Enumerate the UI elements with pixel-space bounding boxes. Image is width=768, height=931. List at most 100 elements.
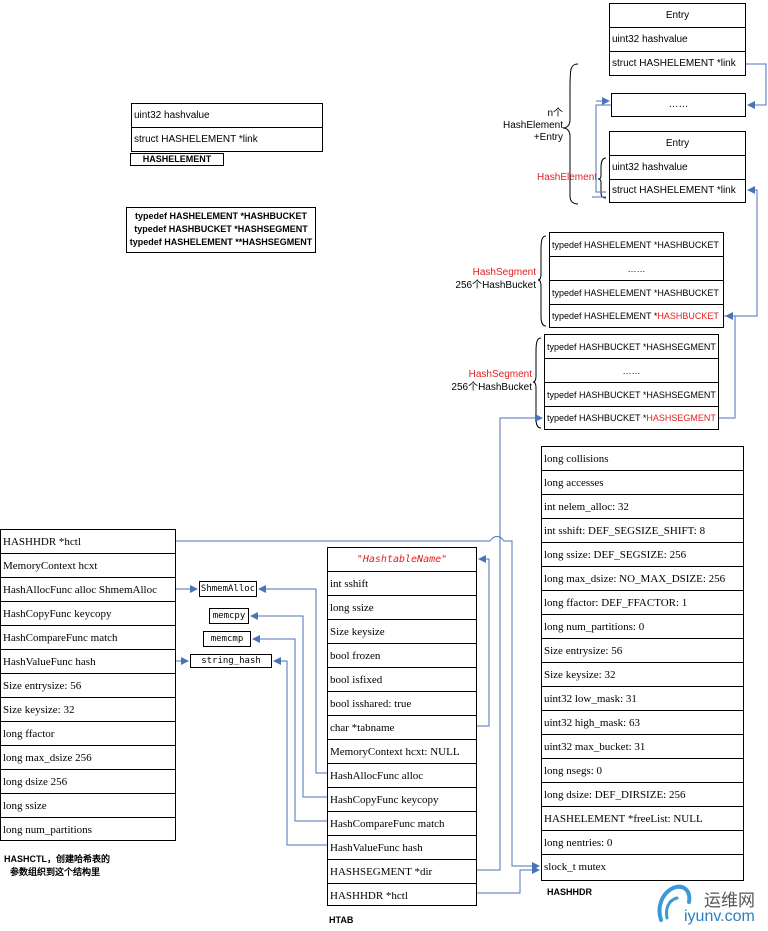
hashelement-def-hashvalue: uint32 hashvalue [132, 104, 322, 128]
arrow-hashctl-hctl-to-hashhdr [176, 536, 540, 870]
entry-mid-link: struct HASHELEMENT *link [612, 185, 736, 196]
arrow-match-to-memcmp [252, 635, 327, 822]
hashctl-row: Size keysize: 32 [1, 698, 175, 722]
hashctl-row: Size entrysize: 56 [1, 674, 175, 698]
bucket-row-3: typedef HASHELEMENT *HASHBUCKET [550, 281, 723, 305]
hashhdr-row: int nelem_alloc: 32 [542, 495, 743, 519]
hashelement-def-caption: HASHELEMENT [130, 153, 224, 166]
entry-ellipsis-box: …… [611, 93, 746, 117]
htab-row: MemoryContext hcxt: NULL [328, 740, 476, 764]
hashhdr-row: long nsegs: 0 [542, 759, 743, 783]
htab-row: int sshift [328, 572, 476, 596]
typedef-line-3: typedef HASHELEMENT **HASHSEGMENT [129, 237, 313, 247]
hashctl-row: HashCopyFunc keycopy [1, 602, 175, 626]
hashctl-row: long ssize [1, 794, 175, 818]
hashctl-caption: HASHCTL，创建哈希表的 参数组织到这个结构里 [4, 853, 110, 879]
hashhdr-row: long dsize: DEF_DIRSIZE: 256 [542, 783, 743, 807]
dir-row-last: typedef HASHBUCKET *HASHSEGMENT [545, 407, 718, 429]
dir-segment-label-red: HashSegment [468, 369, 532, 380]
bucket-row-last-prefix: typedef HASHELEMENT * [552, 311, 658, 321]
htab-row: bool isfixed [328, 668, 476, 692]
dir-segment-label-black: 256个HashBucket [451, 382, 532, 393]
entry-mid-title: Entry [610, 132, 745, 156]
string-hash-box: string_hash [190, 654, 272, 668]
hashctl-row: long ffactor [1, 722, 175, 746]
brace-bucket-segment [537, 235, 547, 327]
htab-row: HashCopyFunc keycopy [328, 788, 476, 812]
arrow-top-link-to-ellipsis [746, 63, 767, 109]
typedefs-box: typedef HASHELEMENT *HASHBUCKET typedef … [126, 207, 316, 253]
bucket-row-ellipsis: …… [550, 257, 723, 281]
arrow-bucket-to-entry [724, 186, 758, 317]
htab-row: bool frozen [328, 644, 476, 668]
entry-top-hashvalue: uint32 hashvalue [610, 28, 745, 52]
arrow-dir-to-bucket [719, 312, 736, 419]
dir-segment-label: HashSegment 256个HashBucket [440, 368, 532, 394]
hashctl-row: long max_dsize 256 [1, 746, 175, 770]
hashhdr-row: Size keysize: 32 [542, 663, 743, 687]
htab-row: HashValueFunc hash [328, 836, 476, 860]
brace-dir-segment [532, 337, 542, 429]
htab-row: HashCompareFunc match [328, 812, 476, 836]
hashelement-label: HashElement [537, 172, 598, 183]
memcmp-box: memcmp [203, 631, 251, 647]
hashhdr-row: int sshift: DEF_SEGSIZE_SHIFT: 8 [542, 519, 743, 543]
hashhdr-row: long ffactor: DEF_FFACTOR: 1 [542, 591, 743, 615]
dir-row-last-red: HASHSEGMENT [646, 413, 716, 423]
hashhdr-row: long num_partitions: 0 [542, 615, 743, 639]
hashhdr-row: uint32 low_mask: 31 [542, 687, 743, 711]
htab-row: HASHSEGMENT *dir [328, 860, 476, 884]
dir-segment-table: typedef HASHBUCKET *HASHSEGMENT …… typed… [544, 334, 719, 430]
hashelement-def-table: uint32 hashvalue struct HASHELEMENT *lin… [131, 103, 323, 152]
memcpy-box: memcpy [209, 608, 249, 624]
entry-mid-table: Entry uint32 hashvalue struct HASHELEMEN… [609, 131, 746, 203]
typedef-line-1: typedef HASHELEMENT *HASHBUCKET [134, 211, 307, 221]
hashctl-row: long num_partitions [3, 824, 92, 836]
bucket-row-last: typedef HASHELEMENT *HASHBUCKET [550, 305, 723, 327]
hashctl-row: HashCompareFunc match [1, 626, 175, 650]
arrow-htab-dir-to-segment [477, 414, 543, 871]
dir-row-last-prefix: typedef HASHBUCKET * [547, 413, 647, 423]
arrow-group [176, 63, 767, 894]
brace-n-elements [562, 63, 579, 205]
htab-row: bool isshared: true [328, 692, 476, 716]
bucket-segment-label: HashSegment 256个HashBucket [448, 266, 536, 292]
entry-top-title: Entry [610, 4, 745, 28]
shmemalloc-box: ShmemAlloc [199, 581, 257, 597]
hashhdr-row: long ssize: DEF_SEGSIZE: 256 [542, 543, 743, 567]
htab-caption: HTAB [329, 915, 354, 925]
htab-row: HashAllocFunc alloc [328, 764, 476, 788]
bucket-segment-label-red: HashSegment [472, 267, 536, 278]
entry-top-table: Entry uint32 hashvalue struct HASHELEMEN… [609, 3, 746, 76]
bucket-segment-label-black: 256个HashBucket [455, 280, 536, 291]
arrow-alloc-to-shmemalloc [258, 585, 327, 774]
hashctl-caption-line2: 参数组织到这个结构里 [10, 867, 101, 877]
watermark-logo-icon [655, 880, 693, 926]
arrow-tabname-to-title [477, 555, 490, 727]
dir-row-ellipsis: …… [545, 359, 718, 383]
arrow-hash-to-string-hash [273, 657, 327, 846]
hashelement-def-link: struct HASHELEMENT *link [134, 134, 258, 145]
hashhdr-row: long max_dsize: NO_MAX_DSIZE: 256 [542, 567, 743, 591]
hashhdr-row: Size entrysize: 56 [542, 639, 743, 663]
hashctl-caption-line1: HASHCTL，创建哈希表的 [4, 854, 110, 864]
dir-row-1: typedef HASHBUCKET *HASHSEGMENT [545, 335, 718, 359]
n-label-line3: +Entry [533, 132, 563, 143]
typedef-line-2: typedef HASHBUCKET *HASHSEGMENT [134, 224, 308, 234]
hashhdr-row: HASHELEMENT *freeList: NULL [542, 807, 743, 831]
n-label-line2: HashElement [502, 120, 563, 131]
bucket-row-last-red: HASHBUCKET [657, 311, 719, 321]
hashhdr-row: slock_t mutex [544, 861, 607, 873]
bucket-segment-table: typedef HASHELEMENT *HASHBUCKET …… typed… [549, 232, 724, 328]
hashhdr-row: long collisions [542, 447, 743, 471]
hashctl-row: HASHHDR *hctl [1, 530, 175, 554]
brace-group [532, 63, 607, 429]
htab-row: HASHHDR *hctl [330, 890, 408, 902]
hashctl-row: HashAllocFunc alloc ShmemAlloc [1, 578, 175, 602]
hashhdr-row: uint32 high_mask: 63 [542, 711, 743, 735]
hashctl-row: long dsize 256 [1, 770, 175, 794]
